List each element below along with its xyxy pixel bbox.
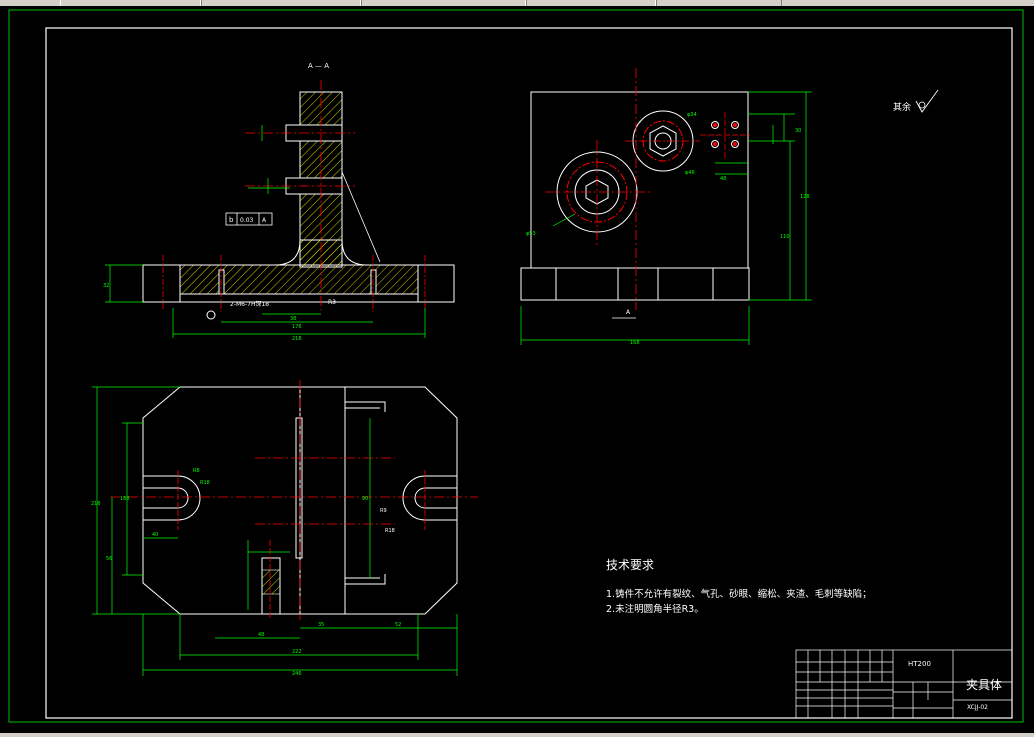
- dim-label: 216: [91, 501, 101, 507]
- part-name: 夹具体: [966, 678, 1003, 692]
- dim-label: 188: [120, 496, 130, 502]
- toolbar-strip: [0, 0, 1034, 6]
- dim-label: φ53: [526, 231, 536, 237]
- tech-requirement-line: 2.未注明圆角半径R3。: [606, 604, 704, 615]
- material-label: HT200: [908, 660, 931, 668]
- roughness-label: 其余: [893, 101, 911, 113]
- drawing-number: XCJJ-02: [967, 704, 988, 711]
- dim-label: 222: [292, 649, 302, 655]
- dim-label: 56: [106, 556, 112, 562]
- dim-label: 110: [780, 234, 790, 240]
- dim-label: 128: [800, 194, 810, 200]
- front-section-view: A — A: [103, 62, 455, 342]
- dim-label: 176: [292, 324, 302, 330]
- section-label: A — A: [308, 62, 329, 70]
- dim-label: R18: [200, 480, 210, 486]
- dim-label: 218: [292, 336, 302, 342]
- dim-label: 246: [292, 671, 302, 677]
- tolerance-value: 0.03: [240, 217, 254, 224]
- title-block: [795, 649, 1013, 719]
- roughness-symbol: 其余: [893, 89, 939, 113]
- dim-label: 40: [152, 532, 158, 538]
- toolbar-tab[interactable]: [655, 0, 782, 6]
- tech-requirement-line: 1.铸件不允许有裂纹、气孔、砂眼、缩松、夹渣、毛刺等缺陷；: [606, 589, 872, 600]
- dim-label: φ46: [685, 170, 695, 176]
- dim-label: 48: [720, 176, 726, 182]
- datum-box: b: [229, 216, 234, 224]
- dim-label: R9: [380, 508, 387, 514]
- dim-label: 90: [362, 496, 368, 502]
- dim-label: 168: [630, 340, 640, 346]
- section-arrow-label: A: [626, 309, 631, 316]
- dim-label: 35: [318, 622, 324, 628]
- plan-view: R8 R18 R9 R18 216 188 90 56 40 35 52 222…: [91, 380, 478, 677]
- inner-frame: [45, 27, 1013, 719]
- dim-label: 30: [795, 128, 801, 134]
- cad-drawing: A — A: [8, 9, 1024, 723]
- toolbar-tab[interactable]: [200, 0, 362, 6]
- dim-label: R8: [193, 468, 200, 474]
- dim-label: 52: [395, 622, 401, 628]
- dim-label: 38: [290, 316, 296, 322]
- toolbar-tab[interactable]: [60, 0, 202, 6]
- dim-label: φ34: [687, 112, 697, 118]
- dim-label: 32: [103, 283, 109, 289]
- side-view: φ34 φ46 φ53 30 110 128 168 48 A: [520, 68, 812, 346]
- toolbar-tab[interactable]: [525, 0, 657, 6]
- dim-label: R18: [385, 528, 395, 534]
- thread-note: 2-M6-7H深18: [230, 300, 269, 308]
- radius-label: R3: [328, 299, 336, 306]
- toolbar-tab[interactable]: [360, 0, 527, 6]
- drawing-canvas[interactable]: A — A: [0, 6, 1034, 733]
- tech-requirements-title: 技术要求: [606, 558, 655, 572]
- dim-label: 48: [258, 632, 264, 638]
- status-bar: [0, 733, 1034, 737]
- outer-frame: [8, 9, 1024, 723]
- tolerance-datum: A: [262, 217, 267, 224]
